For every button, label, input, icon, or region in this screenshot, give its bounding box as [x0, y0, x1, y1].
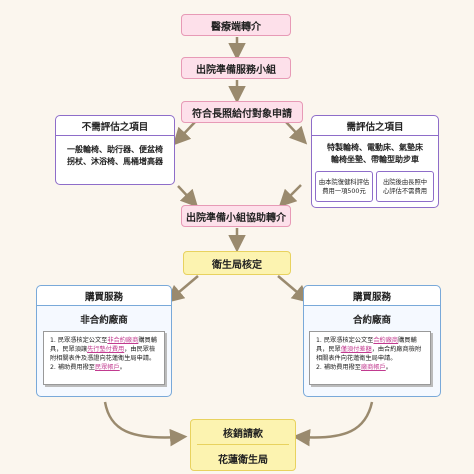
discharge-team-box: 出院準備服務小組 — [181, 57, 291, 79]
detail-highlight: 廠商帳戶 — [361, 364, 386, 371]
purchase-left-title: 購買服務 — [37, 286, 171, 306]
detail-text: 1. 民眾憑核定公文至 — [50, 337, 108, 344]
team-assist-referral-box: 出院準備小組協助轉介 — [181, 205, 291, 227]
contract-detail-text: 2. 補助費用撥至廠商帳戶。 — [316, 363, 424, 372]
need-assessment-item: 特製輪椅、電動床、氣墊床 — [327, 143, 423, 152]
need-assessment-panel: 需評估之項目 特製輪椅、電動床、氣墊床 輪椅坐墊、帶輪型助步車 由本院復健科評估… — [311, 115, 439, 208]
detail-text: 購買輔具，民眾須讓 — [50, 337, 157, 353]
medical-referral-box: 醫療端轉介 — [181, 14, 291, 36]
rehab-assessment-note: 由本院復健科評估 費用一項500元 — [315, 171, 373, 202]
purchase-right-subtitle: 合約廠商 — [314, 306, 430, 332]
eligibility-apply-box: 符合長照給付對象申請 — [181, 101, 303, 123]
detail-text: 2. 補助費用撥至 — [316, 364, 361, 371]
detail-text: ，由合約廠商檢附相關表件向花蓮衛生局申請。 — [316, 346, 422, 362]
detail-text: 。 — [385, 364, 392, 371]
arrow-bureau-to-right — [277, 275, 310, 303]
detail-highlight: 非合約廠商 — [107, 337, 139, 344]
arrow-need-assessment-to-assist — [278, 184, 302, 208]
detail-highlight: 民眾帳戶 — [95, 364, 120, 371]
need-assessment-title: 需評估之項目 — [312, 116, 438, 136]
reimbursement-box: 核銷請款 花蓮衛生局 — [190, 419, 296, 471]
noncontract-detail-text: 1. 民眾憑核定公文至非合約廠商購買輔具，民眾須讓先行墊付費用，由民眾檢附相關表… — [50, 336, 158, 363]
arrow-bureau-to-left — [166, 275, 199, 303]
arrow-right-to-reimburse — [292, 401, 374, 447]
noncontract-detail-text: 2. 補助費用撥至民眾帳戶。 — [50, 363, 158, 372]
detail-text: 購買輔具，民眾 — [316, 337, 417, 353]
detail-text: 。 — [119, 364, 126, 371]
no-assessment-title: 不需評估之項目 — [56, 116, 174, 136]
team-assist-referral-label: 出院準備小組協助轉介 — [186, 212, 286, 224]
contract-detail-box: 1. 民眾憑核定公文至合約廠商購買輔具，民眾僅須付差額，由合約廠商檢附相關表件向… — [309, 331, 431, 385]
detail-text: ，由民眾檢附相關表件及憑證向花蓮衛生局申請。 — [50, 346, 156, 362]
noncontract-detail-box: 1. 民眾憑核定公文至非合約廠商購買輔具，民眾須讓先行墊付費用，由民眾檢附相關表… — [43, 331, 165, 385]
no-assessment-item: 一般輪椅、助行器、便盆椅 — [67, 145, 163, 154]
no-assessment-panel: 不需評估之項目 一般輪椅、助行器、便盆椅 拐杖、沐浴椅、馬桶增高器 — [55, 115, 175, 185]
health-bureau-review-box: 衛生局核定 — [183, 251, 291, 275]
detail-highlight: 合約廠商 — [373, 337, 399, 344]
medical-referral-label: 醫療端轉介 — [211, 21, 261, 33]
hualien-bureau-label: 花蓮衛生局 — [218, 455, 268, 466]
arrow-left-to-reimburse — [103, 401, 188, 447]
detail-highlight: 僅須付差額 — [340, 346, 372, 353]
contract-detail-text: 1. 民眾憑核定公文至合約廠商購買輔具，民眾僅須付差額，由合約廠商檢附相關表件向… — [316, 336, 424, 363]
arrow-apply-to-need-assessment — [285, 121, 308, 145]
health-bureau-review-label: 衛生局核定 — [212, 259, 262, 271]
purchase-left-subtitle: 非合約廠商 — [47, 306, 161, 332]
no-assessment-items: 一般輪椅、助行器、便盆椅 拐杖、沐浴椅、馬桶增高器 — [56, 136, 174, 175]
ltc-note-line: 出院後由長照中 — [382, 178, 428, 186]
reimburse-label: 核銷請款 — [197, 420, 289, 445]
rehab-note-line: 由本院復健科評估 — [318, 178, 370, 186]
detail-text: 1. 民眾憑核定公文至 — [316, 337, 374, 344]
ltc-center-note: 出院後由長照中 心評估不需費用 — [376, 171, 434, 202]
rehab-note-line: 費用一項500元 — [322, 187, 366, 195]
detail-text: 2. 補助費用撥至 — [50, 364, 95, 371]
ltc-note-line: 心評估不需費用 — [382, 187, 428, 195]
eligibility-apply-label: 符合長照給付對象申請 — [192, 108, 292, 120]
purchase-right-title: 購買服務 — [304, 286, 440, 306]
need-assessment-items: 特製輪椅、電動床、氣墊床 輪椅坐墊、帶輪型助步車 — [312, 136, 438, 171]
no-assessment-item: 拐杖、沐浴椅、馬桶增高器 — [67, 156, 163, 166]
detail-highlight: 先行墊付費用 — [87, 346, 125, 353]
arrow-apply-to-no-assessment — [172, 121, 196, 146]
need-assessment-item: 輪椅坐墊、帶輪型助步車 — [331, 154, 419, 164]
discharge-team-label: 出院準備服務小組 — [196, 64, 276, 76]
arrow-no-assessment-to-assist — [177, 185, 199, 208]
